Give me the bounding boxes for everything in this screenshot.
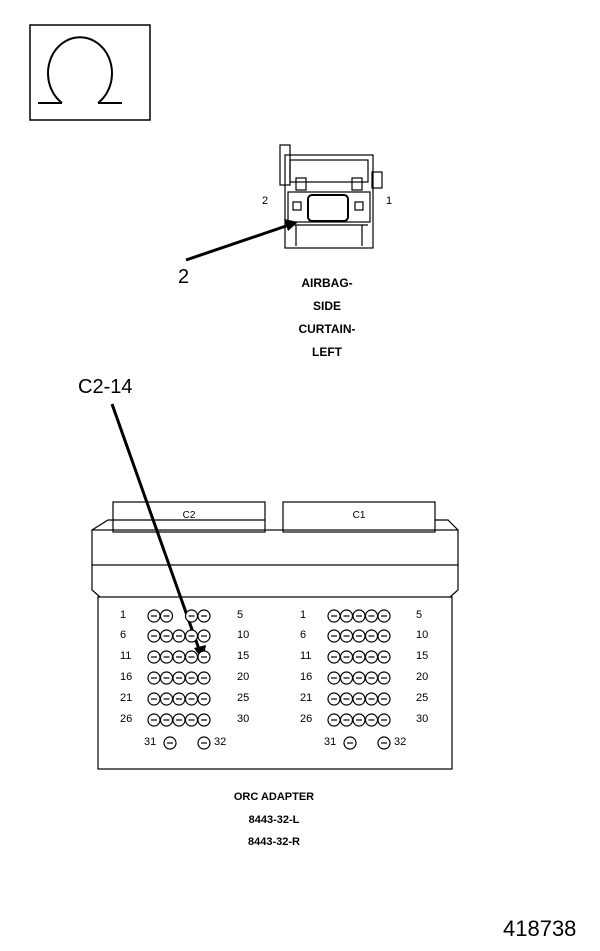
pin-row-end-label: 30 [416,713,429,725]
airbag-caption-line-3: CURTAIN- [298,322,356,336]
pin-row-end-label: 15 [237,650,250,662]
pin-row-end-label: 25 [237,692,250,704]
orc-caption-line-3: 8443-32-R [248,836,300,848]
connector-header-c2: C2 [182,510,196,521]
airbag-pin-1-label: 1 [386,195,393,207]
pin-row-start-label: 1 [300,609,307,621]
airbag-caption-line-4: LEFT [312,345,342,359]
ohm-symbol-icon [29,24,151,121]
pin-grid-c1 [327,609,391,750]
pin-row-end-label: 20 [237,671,250,683]
pin-row-end-label: 10 [237,629,250,641]
connector-header-c1: C1 [352,510,366,521]
pin-31-label: 31 [324,736,337,748]
pin-row-end-label: 10 [416,629,429,641]
pin-row-end-label: 20 [416,671,429,683]
pin-row-start-label: 1 [120,609,127,621]
pin-row-start-label: 16 [120,671,133,683]
airbag-caption-line-2: SIDE [312,299,341,313]
pin-row-start-label: 26 [120,713,133,725]
orc-caption-line-2: 8443-32-L [248,814,300,826]
pin-grid-c2 [147,609,211,750]
pin-row-end-label: 25 [416,692,429,704]
callout-2-label: 2 [178,266,190,288]
airbag-pin-2-label: 2 [262,195,269,207]
pin-row-start-label: 11 [120,650,132,662]
airbag-caption-line-1: AIRBAG- [301,276,353,290]
pin-31-label: 31 [144,736,157,748]
pin-row-start-label: 11 [300,650,312,662]
pin-row-start-label: 21 [300,692,313,704]
pin-row-end-label: 15 [416,650,429,662]
pin-32-label: 32 [214,736,227,748]
orc-caption-line-1: ORC ADAPTER [233,791,315,803]
callout-c2-14-label: C2-14 [78,376,133,398]
pin-row-start-label: 16 [300,671,313,683]
pin-row-start-label: 21 [120,692,133,704]
pin-row-end-label: 30 [237,713,250,725]
pin-row-end-label: 5 [416,609,423,621]
figure-id: 418738 [503,916,577,941]
callout-2-arrow [185,219,298,262]
orc-adapter-drawing [91,501,459,770]
pin-row-end-label: 5 [237,609,244,621]
pin-row-start-label: 6 [120,629,127,641]
airbag-connector-drawing [279,144,383,249]
pin-row-start-label: 6 [300,629,307,641]
pin-32-label: 32 [394,736,407,748]
pin-row-start-label: 26 [300,713,313,725]
